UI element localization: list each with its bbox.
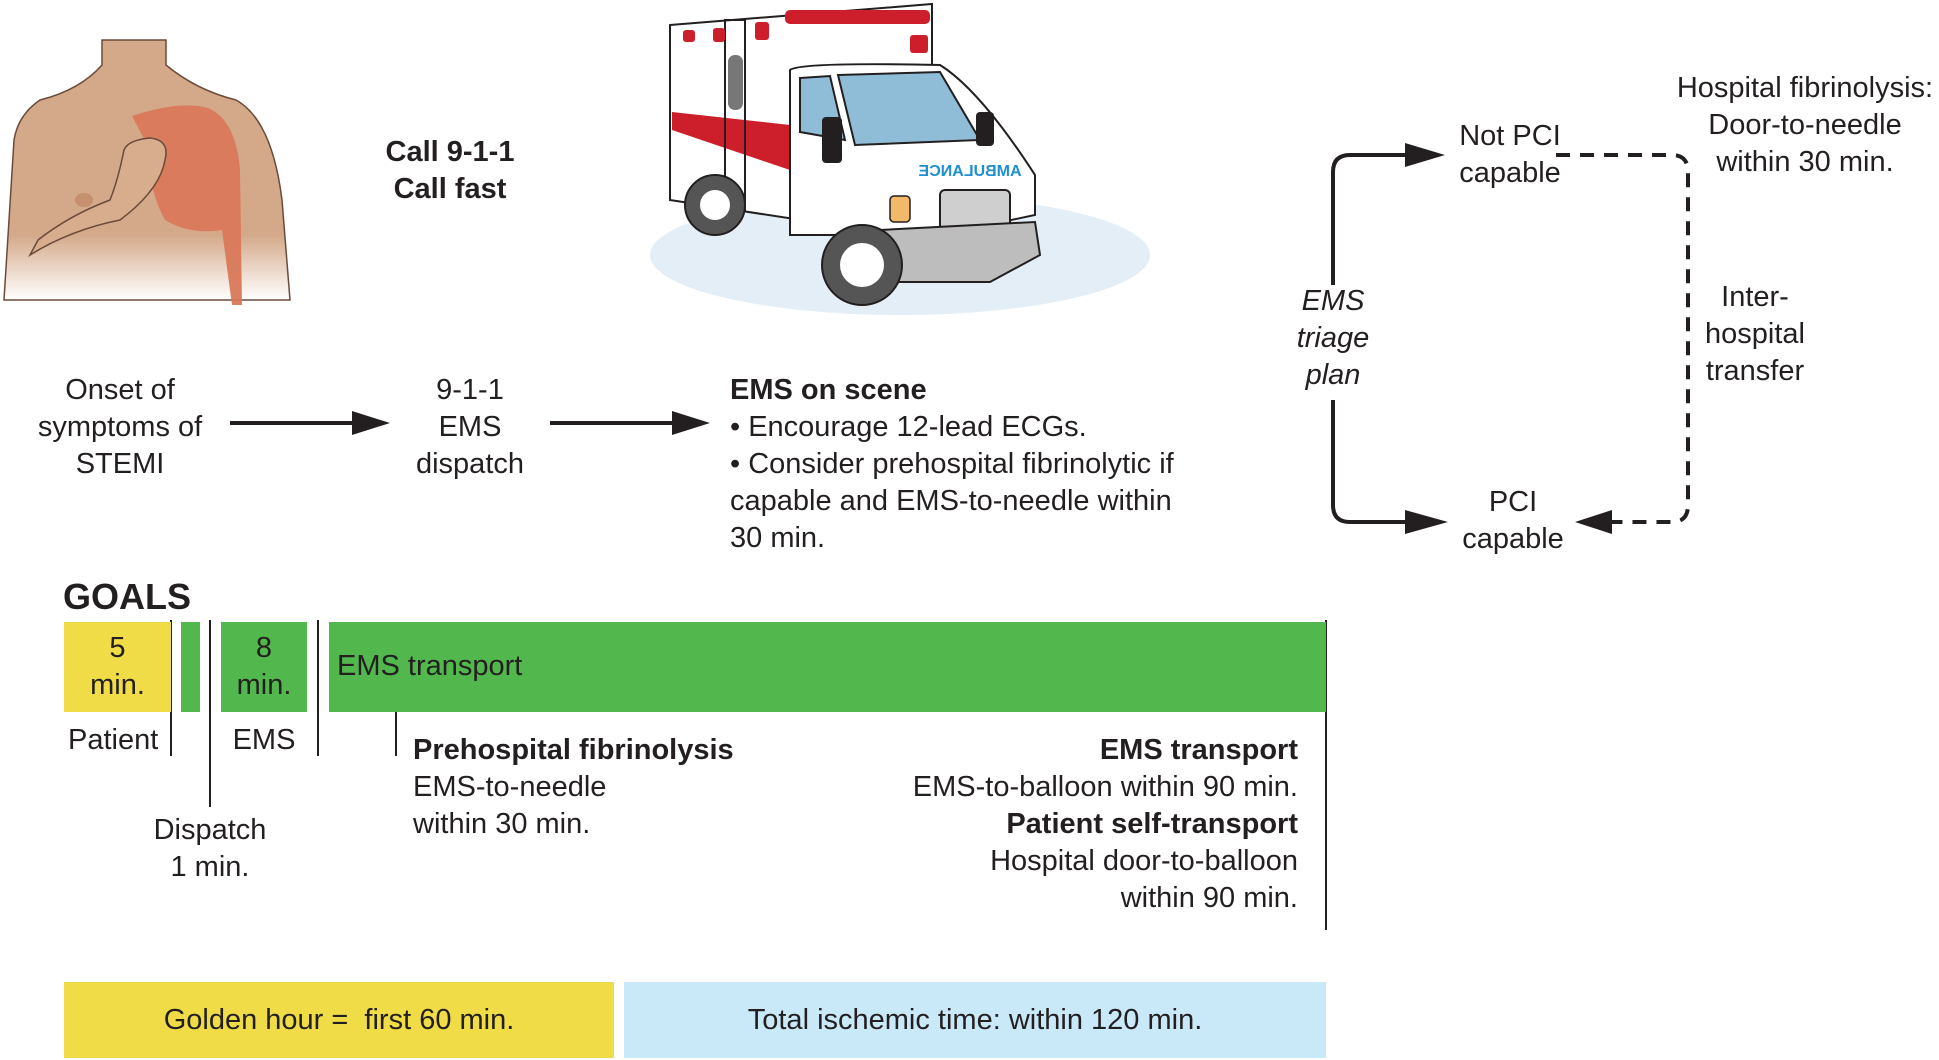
- dispatch-line-3: dispatch: [415, 448, 524, 480]
- ems-transport-bar: EMS transport: [329, 622, 1326, 712]
- patient-goal-unit: min.: [90, 669, 145, 701]
- interhospital-line-1: Inter-: [1721, 281, 1789, 313]
- patient-goal-box: 5 min.: [64, 622, 171, 712]
- patient-label: Patient: [68, 724, 159, 756]
- self-transport-title: Patient self-transport: [1006, 808, 1298, 840]
- self-transport-line-2: within 90 min.: [1120, 882, 1298, 914]
- call-911-line2: Call fast: [393, 173, 507, 205]
- triage-plan-label: EMS triage plan: [1283, 283, 1383, 394]
- interhospital-line-3: transfer: [1705, 355, 1805, 387]
- person-clutching-chest-icon: [3, 39, 291, 305]
- onset-line-3: STEMI: [75, 448, 165, 480]
- onset-line-1: Onset of: [65, 374, 175, 406]
- arrow-dispatch-to-ems-on-scene: [550, 411, 710, 435]
- onset-line-2: symptoms of: [37, 411, 203, 443]
- ems-on-scene-bullet-2-line-1: • Consider prehospital fibrinolytic if: [730, 448, 1174, 480]
- pci-capable-label: PCI capable: [1443, 484, 1583, 558]
- ems-on-scene-block: EMS on scene • Encourage 12-lead ECGs. •…: [730, 372, 1250, 557]
- onset-of-symptoms-label: Onset of symptoms of STEMI: [20, 372, 220, 483]
- golden-hour-text: Golden hour = first 60 min.: [163, 1004, 515, 1036]
- pci-line-2: capable: [1462, 523, 1564, 555]
- dispatch-goal-box: [181, 622, 200, 712]
- arrow-interhospital-transfer: [1556, 153, 1690, 534]
- dispatch-goal-line-1: Dispatch: [153, 814, 267, 846]
- not-pci-capable-label: Not PCI capable: [1440, 118, 1580, 192]
- ems-dispatch-label: 9-1-1 EMS dispatch: [390, 372, 550, 483]
- call-911-text: Call 9-1-1 Call fast: [360, 134, 540, 208]
- arrow-onset-to-dispatch: [230, 411, 390, 435]
- chest-pain-illustration: [0, 0, 300, 305]
- ems-transport-bar-label: EMS transport: [337, 650, 523, 682]
- prehospital-line-1: EMS-to-needle: [413, 771, 607, 803]
- hospital-fibrinolysis-label: Hospital fibrinolysis: Door-to-needle wi…: [1660, 70, 1939, 181]
- hospital-fibrinolysis-line-1: Hospital fibrinolysis:: [1676, 72, 1934, 104]
- hospital-fibrinolysis-line-3: within 30 min.: [1716, 146, 1894, 178]
- ems-goal-value: 8: [255, 632, 273, 664]
- interhospital-line-2: hospital: [1705, 318, 1805, 350]
- hospital-fibrinolysis-line-2: Door-to-needle: [1708, 109, 1902, 141]
- ems-on-scene-title: EMS on scene: [730, 374, 927, 406]
- dispatch-goal-line-2: 1 min.: [170, 851, 250, 883]
- prehospital-title: Prehospital fibrinolysis: [413, 734, 734, 766]
- transport-goals-block: EMS transport EMS-to-balloon within 90 m…: [800, 732, 1298, 917]
- prehospital-fibrinolysis-block: Prehospital fibrinolysis EMS-to-needle w…: [413, 732, 813, 843]
- ambulance-illustration: AMBULANCE: [640, 0, 1160, 330]
- goals-title: GOALS: [63, 576, 192, 617]
- triage-line-2: triage: [1296, 322, 1370, 354]
- dispatch-line-2: EMS: [438, 411, 502, 443]
- triage-line-1: EMS: [1301, 285, 1365, 317]
- call-911-line1: Call 9-1-1: [385, 136, 515, 168]
- ems-label: EMS: [232, 724, 296, 756]
- ems-transport-title: EMS transport: [1099, 734, 1298, 766]
- ems-goal-box: 8 min.: [221, 622, 307, 712]
- total-ischemic-time-text: Total ischemic time: within 120 min.: [747, 1004, 1203, 1036]
- ambulance-icon: AMBULANCE: [650, 2, 1150, 315]
- dispatch-line-1: 9-1-1: [436, 374, 504, 406]
- interhospital-transfer-label: Inter- hospital transfer: [1690, 279, 1820, 390]
- triage-line-3: plan: [1305, 359, 1361, 391]
- prehospital-line-2: within 30 min.: [413, 808, 591, 840]
- not-pci-line-1: Not PCI: [1459, 120, 1561, 152]
- arrow-triage-to-pci: [1331, 400, 1448, 534]
- ems-on-scene-bullet-1: • Encourage 12-lead ECGs.: [730, 411, 1087, 443]
- ems-goal-unit: min.: [236, 669, 292, 701]
- ems-on-scene-bullet-2-line-2: capable and EMS-to-needle within: [730, 485, 1172, 517]
- ambulance-label: AMBULANCE: [918, 163, 1021, 180]
- patient-goal-value: 5: [109, 632, 126, 664]
- not-pci-line-2: capable: [1459, 157, 1561, 189]
- ems-on-scene-bullet-2-line-3: 30 min.: [730, 522, 826, 554]
- self-transport-line-1: Hospital door-to-balloon: [990, 845, 1298, 877]
- total-ischemic-time-box: Total ischemic time: within 120 min.: [624, 982, 1326, 1058]
- arrow-triage-to-not-pci: [1331, 143, 1445, 285]
- dispatch-goal-label: Dispatch 1 min.: [140, 812, 280, 886]
- ems-transport-line: EMS-to-balloon within 90 min.: [912, 771, 1298, 803]
- golden-hour-box: Golden hour = first 60 min.: [64, 982, 614, 1058]
- pci-line-1: PCI: [1488, 486, 1538, 518]
